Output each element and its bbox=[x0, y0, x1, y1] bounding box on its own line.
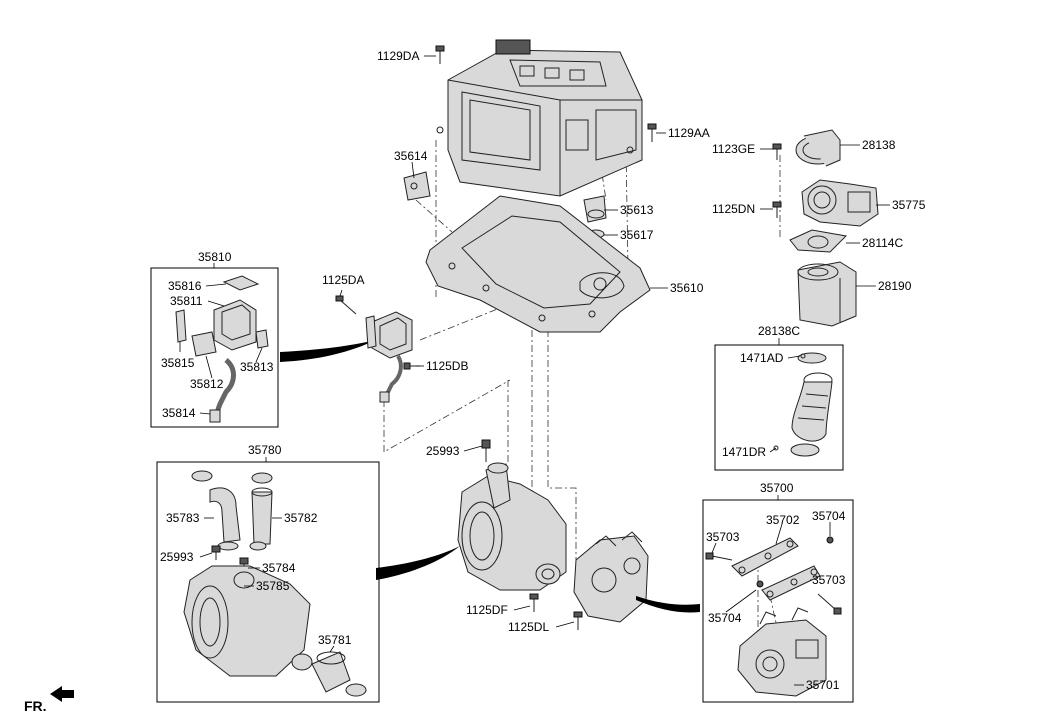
label-35775: 35775 bbox=[892, 198, 926, 212]
label-35813: 35813 bbox=[240, 360, 274, 374]
label-35815: 35815 bbox=[161, 356, 195, 370]
label-1129DA: 1129DA bbox=[377, 49, 419, 63]
label-1125DB: 1125DB bbox=[426, 359, 468, 373]
label-28138: 28138 bbox=[862, 138, 896, 152]
assembly-35780 bbox=[183, 470, 367, 697]
label-35811: 35811 bbox=[170, 294, 203, 308]
bolt-1125DN bbox=[772, 201, 782, 218]
front-indicator-label: FR. bbox=[24, 698, 47, 714]
label-35701: 35701 bbox=[806, 678, 840, 692]
label-35702: 35702 bbox=[766, 513, 800, 527]
label-35781: 35781 bbox=[318, 633, 352, 647]
part-28190 bbox=[797, 261, 857, 327]
inverter-module bbox=[436, 39, 643, 197]
bolt-1123GE bbox=[772, 143, 782, 160]
label-35782: 35782 bbox=[284, 511, 318, 525]
label-35780: 35780 bbox=[248, 443, 282, 457]
label-35704-top: 35704 bbox=[812, 509, 846, 523]
label-35703-left: 35703 bbox=[706, 530, 740, 544]
label-1471DR: 1471DR bbox=[722, 445, 766, 459]
compressor-center bbox=[457, 439, 567, 591]
part-28138 bbox=[795, 129, 841, 167]
label-28114C: 28114C bbox=[862, 236, 903, 250]
part-35775 bbox=[801, 179, 879, 227]
label-28190: 28190 bbox=[878, 279, 912, 293]
leader-lines bbox=[179, 55, 890, 686]
pointer-35780 bbox=[376, 546, 460, 580]
label-25993-center: 25993 bbox=[426, 444, 460, 458]
bolt-1129DA bbox=[435, 45, 445, 64]
label-1123GE: 1123GE bbox=[712, 142, 755, 156]
bolt-1125DL bbox=[573, 611, 583, 630]
label-1125DF: 1125DF bbox=[466, 603, 508, 617]
bolt-1129AA bbox=[647, 123, 657, 142]
label-35704-bottom: 35704 bbox=[708, 611, 742, 625]
box-35780 bbox=[156, 461, 380, 703]
mount-35613 bbox=[583, 195, 607, 223]
label-25993-box: 25993 bbox=[160, 550, 194, 564]
reducer-center bbox=[573, 531, 649, 623]
pointer-35700 bbox=[636, 596, 700, 613]
assembly-1125DA bbox=[335, 295, 420, 403]
label-35700: 35700 bbox=[760, 481, 794, 495]
bolt-1125DF bbox=[529, 593, 539, 612]
label-35814: 35814 bbox=[162, 406, 196, 420]
assembly-lines bbox=[383, 140, 781, 650]
label-35816: 35816 bbox=[168, 279, 202, 293]
label-35617: 35617 bbox=[620, 228, 654, 242]
label-35783: 35783 bbox=[166, 511, 200, 525]
label-35613: 35613 bbox=[620, 203, 654, 217]
label-1125DN: 1125DN bbox=[712, 202, 755, 216]
label-35784: 35784 bbox=[262, 561, 296, 575]
label-35785: 35785 bbox=[256, 579, 290, 593]
pointer-35810 bbox=[280, 340, 376, 362]
label-28138C: 28138C bbox=[758, 324, 800, 338]
label-1125DA: 1125DA bbox=[322, 273, 364, 287]
gasket-28114C bbox=[789, 229, 848, 253]
subframe-35610 bbox=[425, 195, 651, 333]
label-35703-right: 35703 bbox=[812, 573, 846, 587]
label-1471AD: 1471AD bbox=[740, 351, 784, 365]
front-arrow-icon bbox=[50, 686, 74, 702]
label-35610: 35610 bbox=[670, 281, 704, 295]
hose-28138C bbox=[773, 352, 833, 457]
label-1129AA: 1129AA bbox=[668, 126, 710, 140]
label-35614: 35614 bbox=[394, 149, 428, 163]
box-35810 bbox=[150, 267, 279, 428]
label-35812: 35812 bbox=[190, 377, 224, 391]
label-1125DL: 1125DL bbox=[508, 620, 549, 634]
label-35810: 35810 bbox=[198, 250, 232, 264]
assembly-35810 bbox=[175, 275, 269, 423]
assembly-35700 bbox=[705, 536, 842, 697]
